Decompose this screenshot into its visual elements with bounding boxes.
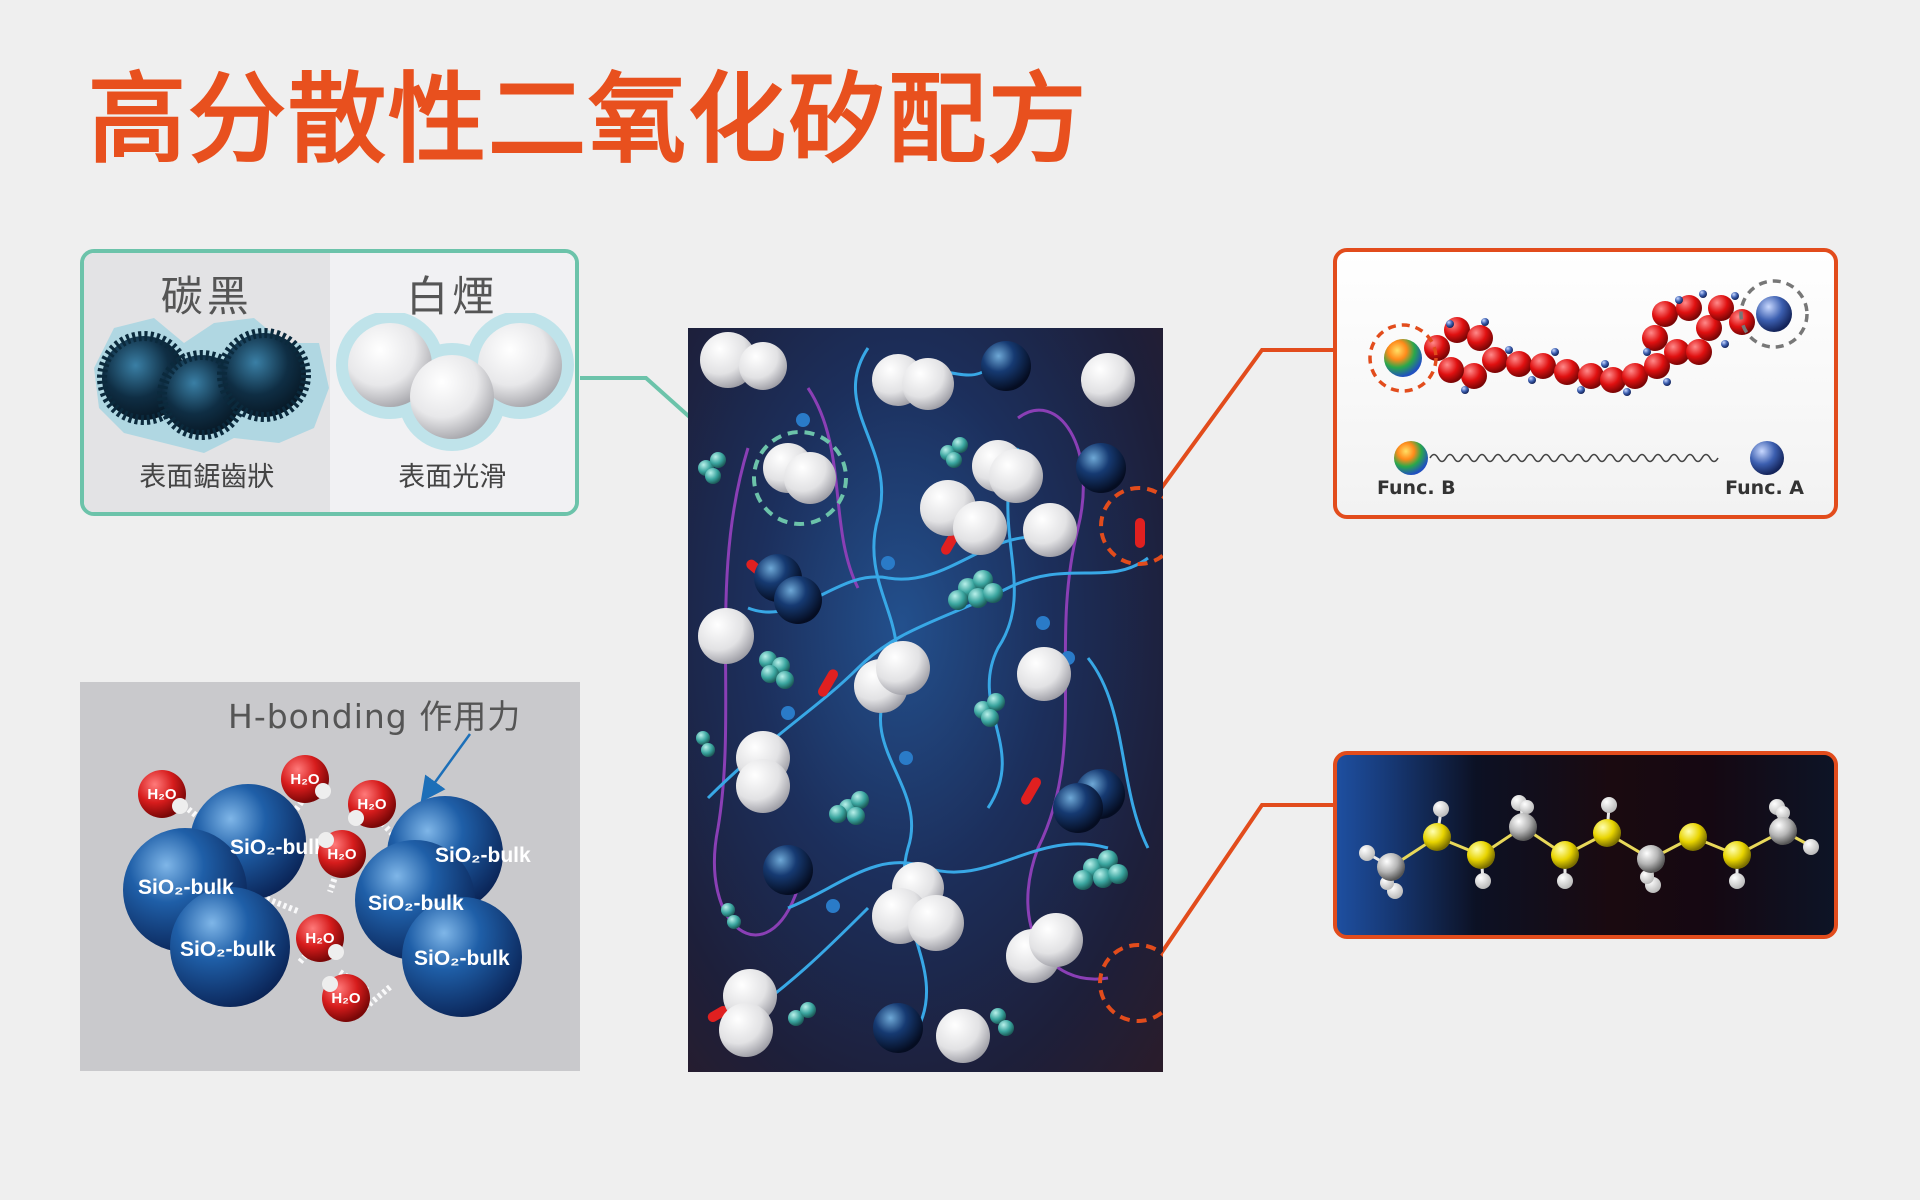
water-label: H₂O bbox=[305, 930, 334, 947]
hbonding-panel: H-bonding 作用力 bbox=[80, 682, 580, 1071]
water-label: H₂O bbox=[331, 990, 360, 1007]
water-label: H₂O bbox=[147, 786, 176, 803]
highlight-circle-orange bbox=[1099, 486, 1163, 566]
water-label: H₂O bbox=[290, 771, 319, 788]
sphere-label: SiO₂-bulk bbox=[368, 892, 464, 915]
carbon-black-vs-silica-panel: 碳黑 表面鋸齒狀 白煙 bbox=[80, 249, 579, 516]
rubber-matrix-illustration bbox=[688, 328, 1163, 1072]
page-title: 高分散性二氧化矽配方 bbox=[88, 63, 1089, 177]
silica-heading: 白煙 bbox=[406, 272, 499, 321]
silica-section: 白煙 表面光滑 bbox=[329, 253, 575, 512]
smooth-particles-illustration bbox=[335, 313, 574, 451]
sphere-label: SiO₂-bulk bbox=[180, 938, 276, 961]
molecular-chain-panel bbox=[1333, 751, 1838, 939]
matrix-svg bbox=[696, 332, 1163, 1063]
hbonding-illustration: SiO₂-bulk SiO₂-bulk SiO₂-bulk SiO₂-bulk … bbox=[123, 733, 531, 1022]
coupling-agent-panel: Func. B Func. A bbox=[1333, 248, 1838, 519]
sphere-label: SiO₂-bulk bbox=[230, 836, 326, 859]
coupling-agent-illustration bbox=[1368, 279, 1809, 475]
sphere-label: SiO₂-bulk bbox=[414, 947, 510, 970]
func-b-label: Func. B bbox=[1377, 477, 1456, 499]
hbonding-label: H-bonding 作用力 bbox=[228, 697, 522, 736]
water-label: H₂O bbox=[357, 796, 386, 813]
func-a-label: Func. A bbox=[1725, 477, 1804, 499]
highlight-circle-teal bbox=[752, 430, 848, 526]
sphere-label: SiO₂-bulk bbox=[435, 844, 531, 867]
carbon-black-heading: 碳黑 bbox=[160, 272, 253, 321]
carbon-black-section: 碳黑 表面鋸齒狀 bbox=[84, 253, 330, 512]
spiky-particles-illustration bbox=[94, 318, 329, 453]
silica-spheres bbox=[123, 784, 522, 1017]
sphere-label: SiO₂-bulk bbox=[138, 876, 234, 899]
highlight-circle-orange bbox=[1098, 943, 1163, 1023]
water-label: H₂O bbox=[327, 846, 356, 863]
molecular-chain-illustration bbox=[1359, 795, 1819, 899]
silica-caption: 表面光滑 bbox=[398, 462, 507, 493]
carbon-black-caption: 表面鋸齒狀 bbox=[139, 462, 275, 493]
water-molecules bbox=[138, 755, 396, 1022]
